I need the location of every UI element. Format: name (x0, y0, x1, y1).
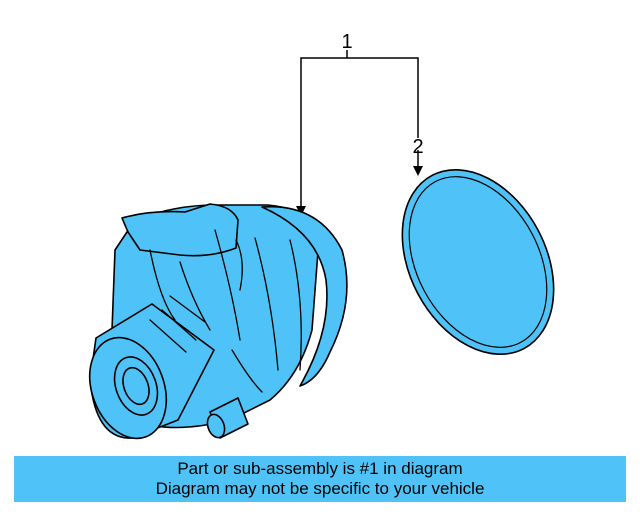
caption-line-1: Part or sub-assembly is #1 in diagram (177, 459, 463, 478)
callout-leaders (300, 50, 419, 210)
callout-arrowheads (296, 166, 423, 216)
water-pump-details (149, 229, 302, 393)
callout-number-2: 2 (412, 136, 423, 158)
water-pump-icon (88, 203, 348, 440)
callout-number-1: 1 (341, 31, 352, 53)
caption-line-2: Diagram may not be specific to your vehi… (155, 479, 485, 498)
gasket-icon (401, 168, 555, 356)
caption-banner: Part or sub-assembly is #1 in diagram Di… (14, 456, 626, 502)
